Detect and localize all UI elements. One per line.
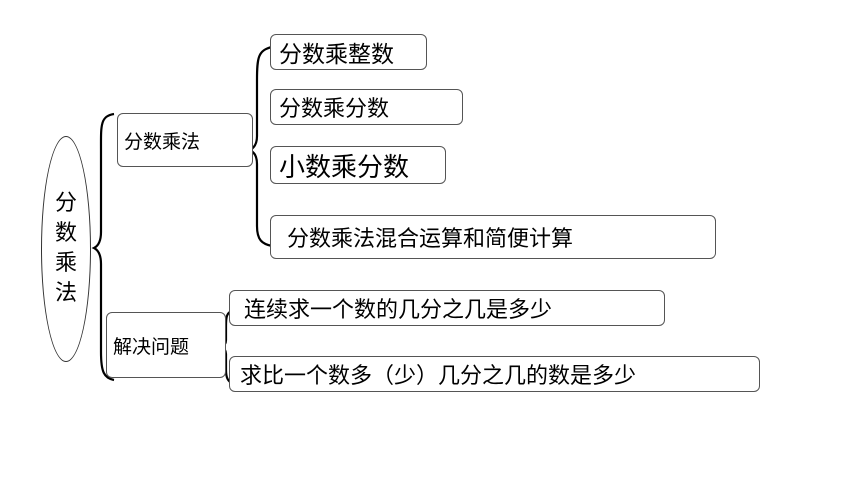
leaf-node: 分数乘法混合运算和简便计算 (270, 215, 716, 259)
leaf-node: 小数乘分数 (270, 146, 446, 184)
leaf-label: 求比一个数多（少）几分之几的数是多少 (240, 364, 637, 389)
root-char: 乘 (54, 251, 77, 276)
root-node: 分 数 乘 法 (41, 136, 91, 362)
leaf-node: 求比一个数多（少）几分之几的数是多少 (229, 356, 760, 392)
branch-node-problem-solving: 解决问题 (106, 312, 226, 378)
root-char: 数 (54, 221, 77, 246)
leaf-node: 分数乘整数 (270, 34, 427, 70)
branch-label: 解决问题 (113, 335, 190, 358)
leaf-label: 小数乘分数 (279, 152, 410, 183)
branch-node-fraction-multiplication: 分数乘法 (117, 113, 253, 167)
leaf-node: 连续求一个数的几分之几是多少 (229, 290, 665, 326)
leaf-node: 分数乘分数 (270, 89, 463, 125)
leaf-label: 连续求一个数的几分之几是多少 (244, 298, 553, 323)
root-char: 法 (54, 281, 77, 306)
leaf-label: 分数乘法混合运算和简便计算 (287, 227, 574, 252)
branch-label: 分数乘法 (124, 130, 201, 153)
branch1-brace (247, 45, 273, 248)
leaf-label: 分数乘分数 (279, 97, 390, 122)
root-char: 分 (54, 191, 77, 216)
leaf-label: 分数乘整数 (279, 42, 394, 68)
